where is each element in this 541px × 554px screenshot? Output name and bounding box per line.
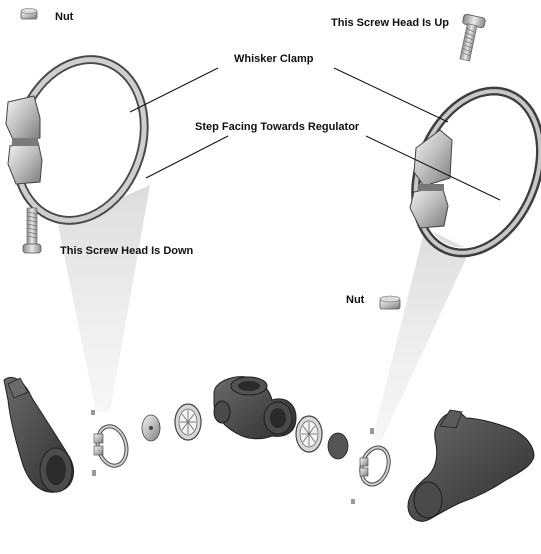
small-screw-right-bottom [351,499,355,504]
small-screw-right-top [370,428,374,434]
left-projection-beam [58,185,150,412]
right-projection-beam [372,228,470,440]
label-screw-head-up: This Screw Head Is Up [331,17,449,29]
small-screw-left-top [91,410,95,415]
regulator-housing [213,376,297,440]
left-clamp-tabs [5,95,43,185]
nut-right [379,295,401,310]
whisker-clamp-right [409,86,541,258]
leader-clamp-left [129,67,219,113]
small-clamp-left [93,424,129,468]
valve-seat-right [295,415,323,453]
leader-clamp-right [333,67,449,123]
exhaust-valve-disc-left [141,414,161,442]
label-screw-head-down: This Screw Head Is Down [60,245,194,257]
small-clamp-right [359,445,391,487]
exhaust-valve-disc-right [327,432,349,460]
screw-head-up [459,13,486,62]
left-exhaust-whisker [3,376,74,493]
label-nut-right: Nut [346,294,365,306]
leader-lines [129,67,501,201]
label-nut-top: Nut [55,11,74,23]
whisker-clamp-left [5,55,149,225]
nut-top-left [20,8,38,20]
leader-step-right [365,135,501,201]
right-exhaust-whisker [407,409,535,522]
label-step-facing: Step Facing Towards Regulator [195,121,360,133]
valve-seat-left [174,403,202,441]
small-screw-left-bottom [92,470,96,476]
label-whisker-clamp: Whisker Clamp [234,53,314,65]
screw-head-down [22,207,42,254]
leader-step-left [145,135,229,179]
